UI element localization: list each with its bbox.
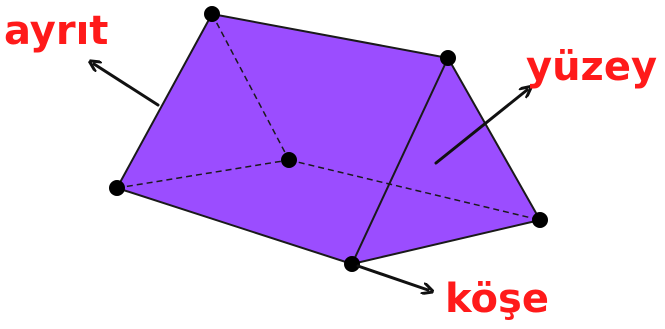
face-label: yüzey: [526, 44, 657, 90]
vertex-left: [109, 180, 125, 196]
edge-label: ayrıt: [4, 8, 108, 54]
vertex-bottom: [344, 256, 360, 272]
edge-arrow: [94, 64, 160, 107]
front-edge: [351, 57, 449, 265]
vertex-top-back: [204, 6, 220, 22]
face-arrow: [434, 90, 527, 165]
vertices: [109, 6, 548, 272]
vertex-right: [532, 212, 548, 228]
vertex-arrow: [356, 264, 428, 290]
hidden-edges: [116, 13, 541, 221]
vertex-top-front: [440, 50, 456, 66]
vertex-hidden: [281, 152, 297, 168]
vertex-label: köşe: [445, 276, 549, 322]
prism-body: [116, 13, 541, 265]
